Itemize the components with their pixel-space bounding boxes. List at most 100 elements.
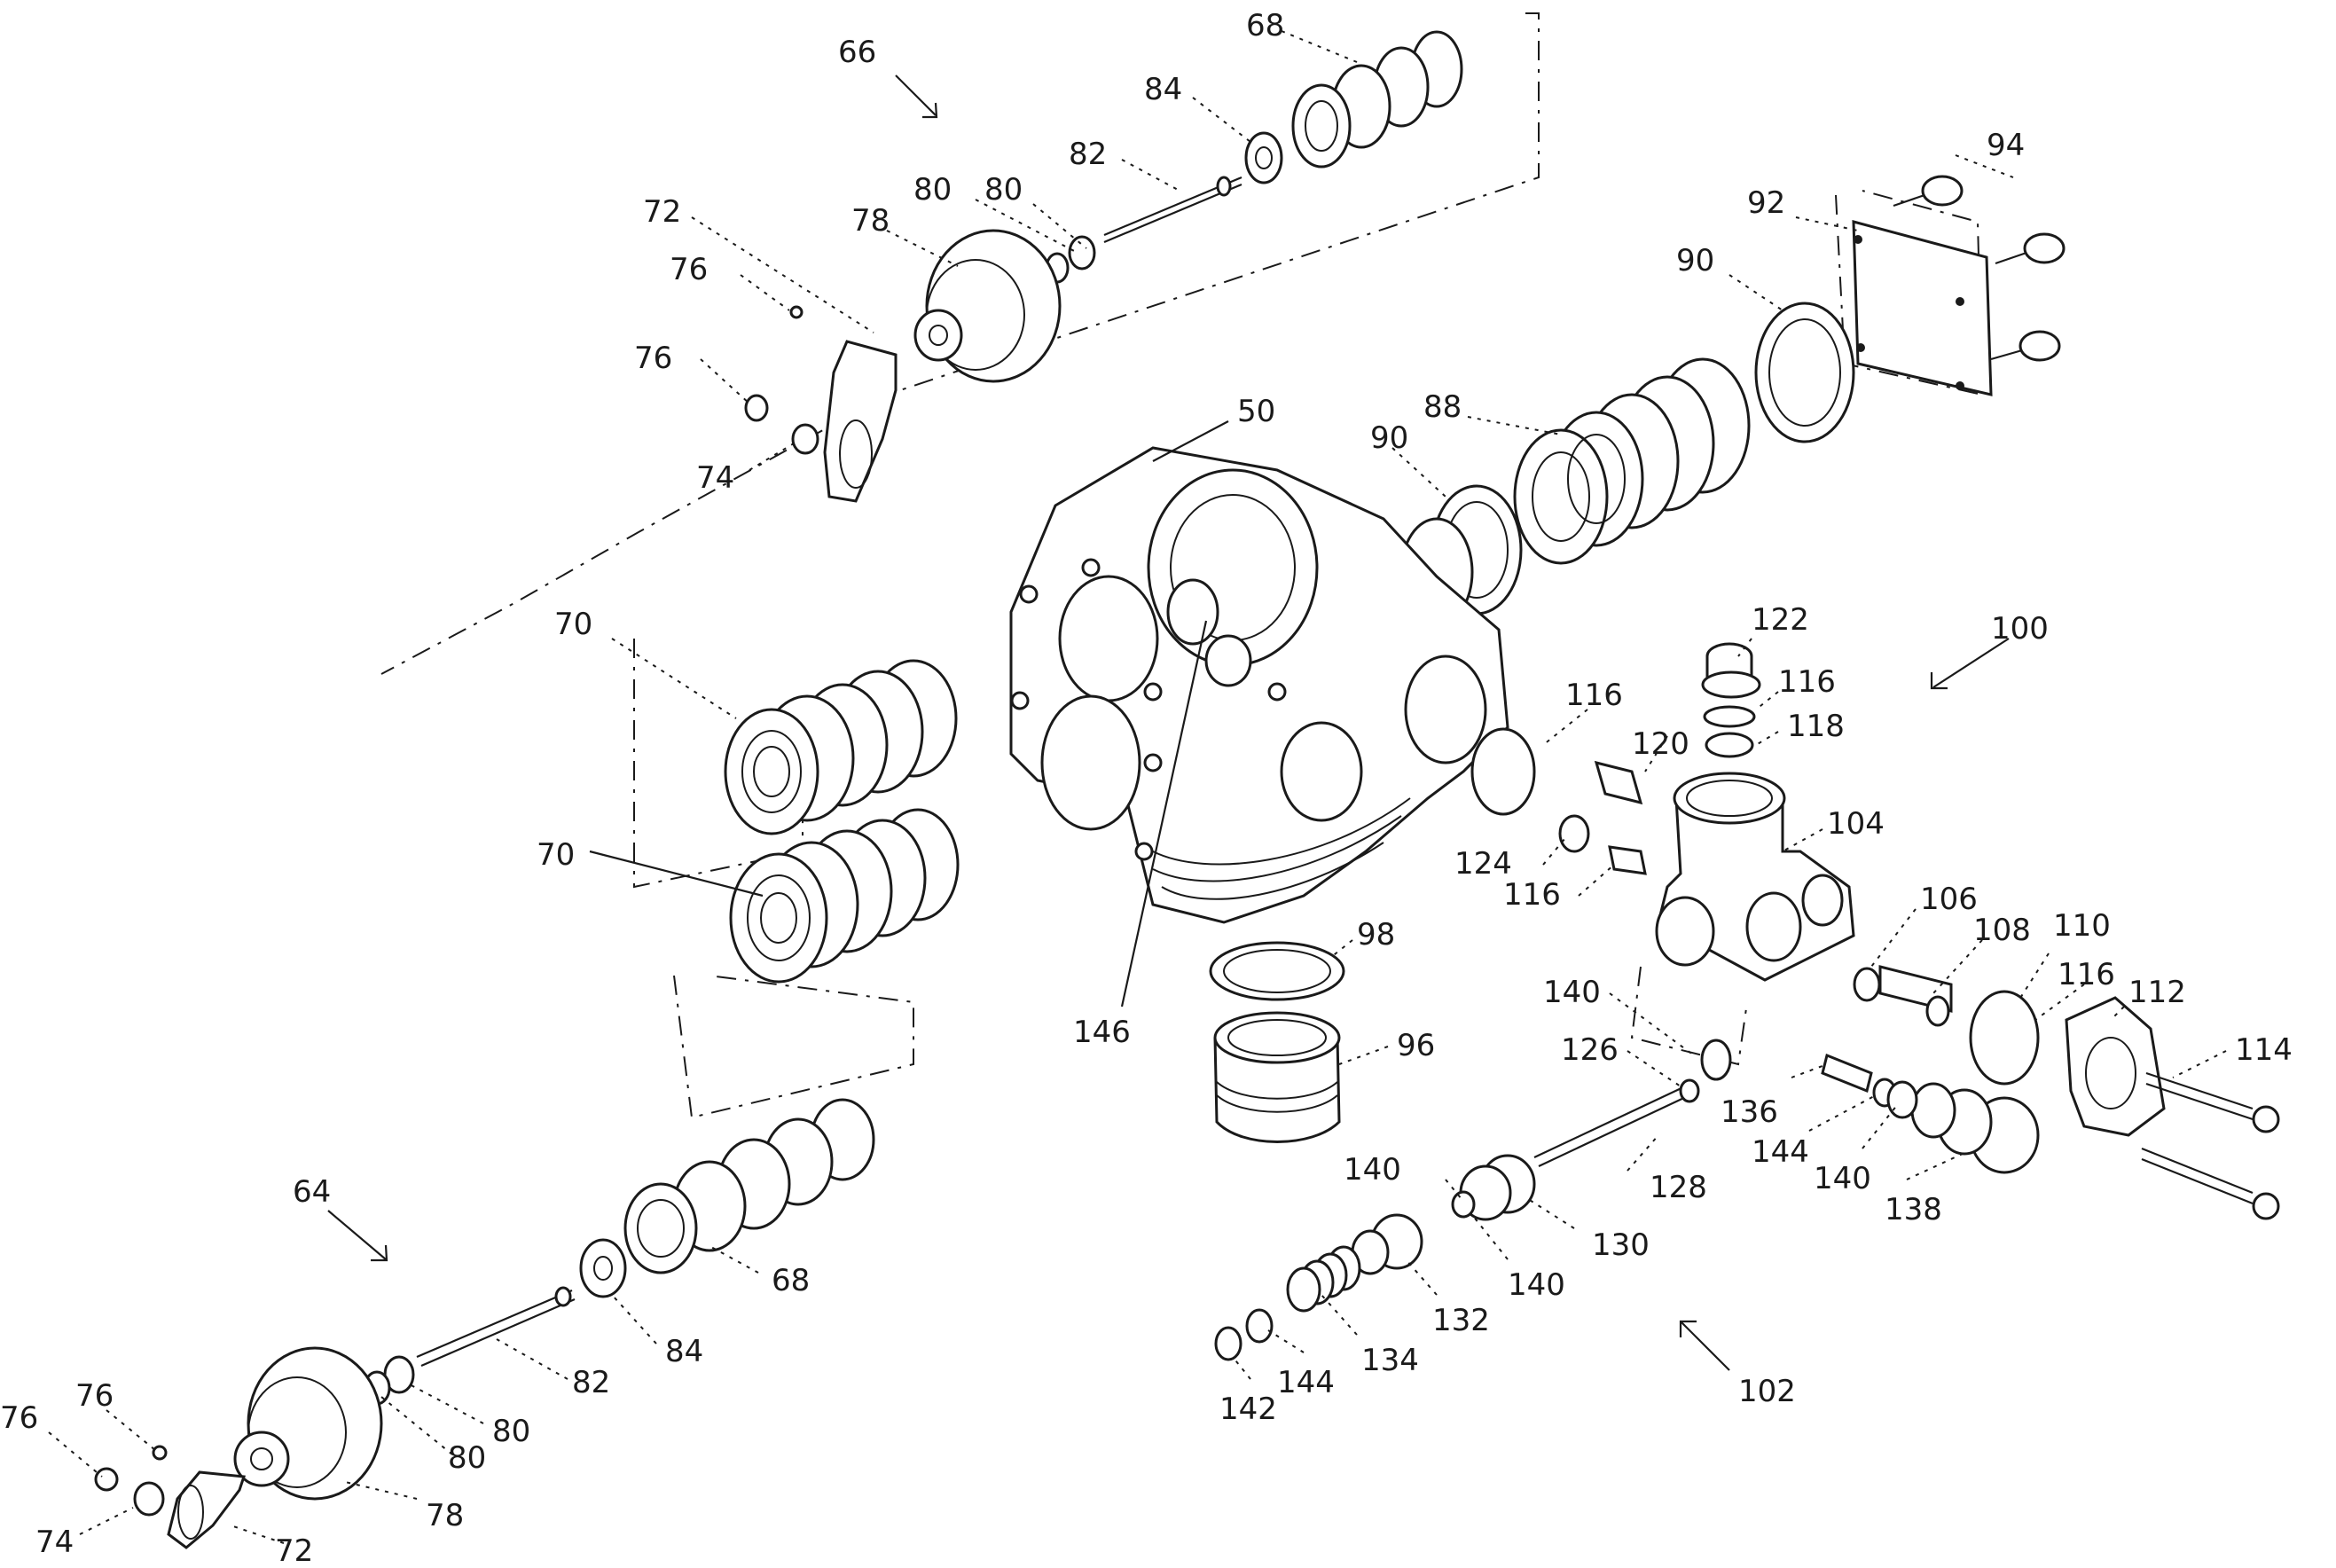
label-116d: 116 [2058,957,2115,992]
label-106: 106 [1920,882,1978,917]
pin-106-108 [1853,965,1953,1027]
label-136: 136 [1721,1094,1778,1130]
valve-136-138 [1821,1053,2040,1174]
bracket-72-top [823,340,898,503]
leader-lines [48,30,2227,1544]
seal-140-mid [1451,1190,1476,1219]
washer-144-bottom [1245,1308,1274,1344]
valve-assembly-102 [1214,1039,2040,1361]
label-112: 112 [2128,975,2186,1010]
piston-stack-70-lower [729,808,960,984]
label-90b: 90 [1370,420,1408,456]
end-plate-92 [1852,220,1993,396]
label-92: 92 [1747,185,1785,221]
label-84-top: 84 [1144,72,1182,107]
right-end-assembly [1399,175,2066,627]
label-88: 88 [1423,389,1462,425]
label-80a-top: 80 [913,172,952,208]
label-78-top: 78 [851,203,890,239]
label-98: 98 [1357,917,1395,953]
piston-stack-70-upper [724,659,958,835]
piston-stacks-70 [724,659,960,984]
screws-94 [1893,175,2066,362]
label-142: 142 [1219,1392,1277,1427]
label-80a-bot: 80 [492,1414,530,1449]
rod-82-bottom [416,1286,576,1368]
o-ring-116-top [1703,705,1756,728]
label-70b: 70 [537,837,575,873]
end-cap-78-top [913,229,1062,383]
valve-assembly-100 [1470,642,2280,1220]
label-82-bot: 82 [572,1365,610,1400]
label-134: 134 [1361,1343,1419,1378]
valve-dashline [1630,966,1748,1066]
label-72-top: 72 [643,194,681,230]
label-124: 124 [1454,846,1512,882]
label-104: 104 [1827,806,1885,842]
o-ring-116-lower [1608,845,1647,875]
spring-134 [1286,1245,1361,1313]
washer-74-top [791,423,819,455]
cap-122 [1701,642,1761,699]
label-64: 64 [293,1174,331,1210]
label-140a: 140 [1543,975,1601,1010]
label-126: 126 [1561,1032,1619,1068]
bolts-114 [2141,1071,2280,1220]
label-140c: 140 [1344,1152,1401,1188]
adapter-96 [1213,1037,1341,1143]
piston-84-bottom [579,1238,627,1298]
label-70a: 70 [554,607,592,642]
label-122: 122 [1752,602,1809,638]
label-72-bot: 72 [275,1533,313,1568]
label-76a-top: 76 [670,252,708,287]
spool-130 [1451,1154,1536,1221]
washer-74-bottom [133,1481,165,1517]
label-110: 110 [2053,908,2111,944]
label-76a-bot: 76 [0,1400,38,1436]
reference-labels: 66 68 84 82 80 80 72 78 76 76 74 94 92 9… [0,8,2293,1568]
label-94: 94 [1987,128,2025,163]
label-140d: 140 [1508,1267,1565,1303]
label-146: 146 [1073,1015,1131,1050]
label-114: 114 [2235,1032,2293,1068]
left-lower-dashline [673,975,914,1119]
screws-76-top [744,305,803,422]
label-78-bot: 78 [426,1498,464,1533]
plug-124 [1558,814,1590,853]
piston-84-top [1244,131,1283,184]
label-76b-top: 76 [634,341,672,376]
spool-68-top [1291,30,1463,169]
label-138: 138 [1885,1192,1942,1227]
label-116b: 116 [1778,664,1836,700]
base-adapter [1209,941,1345,1143]
label-66-top: 66 [838,35,876,70]
label-128: 128 [1650,1170,1707,1205]
screws-76-bottom [94,1445,168,1492]
end-cap-78-bottom [233,1346,383,1501]
o-ring-116-left [1470,727,1536,816]
bracket-112 [2065,996,2166,1137]
part-118 [1705,732,1754,758]
adapter-120 [1594,760,1643,805]
bracket-72-bottom [167,1470,247,1549]
label-80b-bot: 80 [448,1440,486,1476]
label-84-bot: 84 [665,1334,703,1369]
label-80b-top: 80 [984,172,1023,208]
housing-104 [1655,772,1855,982]
valve-body-50 [1009,446,1509,924]
label-118: 118 [1787,709,1845,744]
label-68-bot: 68 [772,1263,810,1298]
label-116c: 116 [1503,877,1561,913]
rod-82-top [1103,176,1242,244]
clip-142 [1214,1326,1242,1361]
label-74-bot: 74 [35,1525,74,1560]
seal-140-top [1700,1039,1732,1081]
label-74-top: 74 [696,460,734,496]
rod-128 [1533,1078,1700,1167]
label-144b: 144 [1277,1365,1335,1400]
spool-68-bottom [623,1098,875,1274]
label-120: 120 [1632,726,1689,762]
label-82-top: 82 [1069,137,1107,172]
